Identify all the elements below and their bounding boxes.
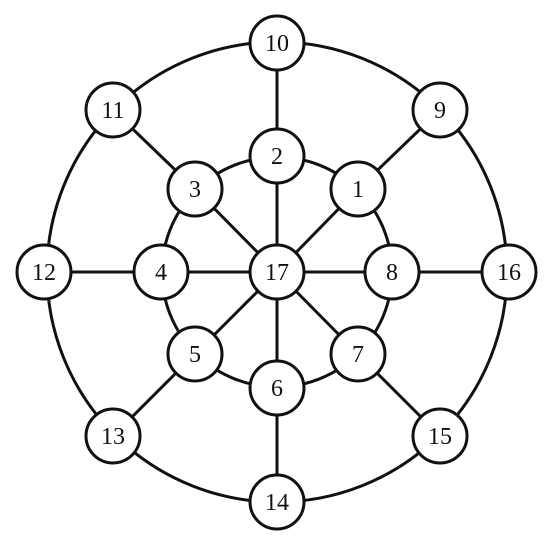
node-15: 15: [411, 407, 469, 465]
node-label: 5: [189, 342, 201, 368]
node-1: 1: [329, 160, 387, 218]
node-circle: [248, 359, 306, 417]
node-label: 6: [271, 376, 283, 402]
node-circle: [480, 243, 538, 301]
node-circle: [411, 81, 469, 139]
node-circle: [84, 407, 142, 465]
node-8: 8: [363, 243, 421, 301]
node-7: 7: [329, 325, 387, 383]
node-label: 1: [352, 177, 364, 203]
node-label: 10: [265, 31, 289, 57]
node-11: 11: [84, 81, 142, 139]
node-label: 8: [386, 260, 398, 286]
node-circle: [84, 81, 142, 139]
node-2: 2: [248, 127, 306, 185]
node-label: 9: [434, 98, 446, 124]
node-label: 16: [497, 260, 521, 286]
node-label: 13: [101, 424, 125, 450]
node-circle: [248, 243, 306, 301]
node-circle: [248, 473, 306, 531]
node-17: 17: [248, 243, 306, 301]
node-circle: [132, 243, 190, 301]
node-5: 5: [166, 325, 224, 383]
node-label: 2: [271, 144, 283, 170]
node-16: 16: [480, 243, 538, 301]
node-circle: [329, 160, 387, 218]
node-6: 6: [248, 359, 306, 417]
node-circle: [329, 325, 387, 383]
node-label: 14: [265, 490, 289, 516]
node-circle: [166, 160, 224, 218]
node-circle: [166, 325, 224, 383]
node-12: 12: [15, 243, 73, 301]
node-label: 15: [428, 424, 452, 450]
node-10: 10: [248, 14, 306, 72]
node-9: 9: [411, 81, 469, 139]
node-label: 7: [352, 342, 364, 368]
node-4: 4: [132, 243, 190, 301]
node-label: 11: [101, 98, 124, 124]
node-14: 14: [248, 473, 306, 531]
node-circle: [411, 407, 469, 465]
node-circle: [248, 14, 306, 72]
node-circle: [248, 127, 306, 185]
node-circle: [363, 243, 421, 301]
node-label: 4: [155, 260, 167, 286]
node-13: 13: [84, 407, 142, 465]
node-label: 17: [265, 260, 289, 286]
node-label: 3: [189, 177, 201, 203]
node-circle: [15, 243, 73, 301]
node-label: 12: [32, 260, 56, 286]
node-3: 3: [166, 160, 224, 218]
